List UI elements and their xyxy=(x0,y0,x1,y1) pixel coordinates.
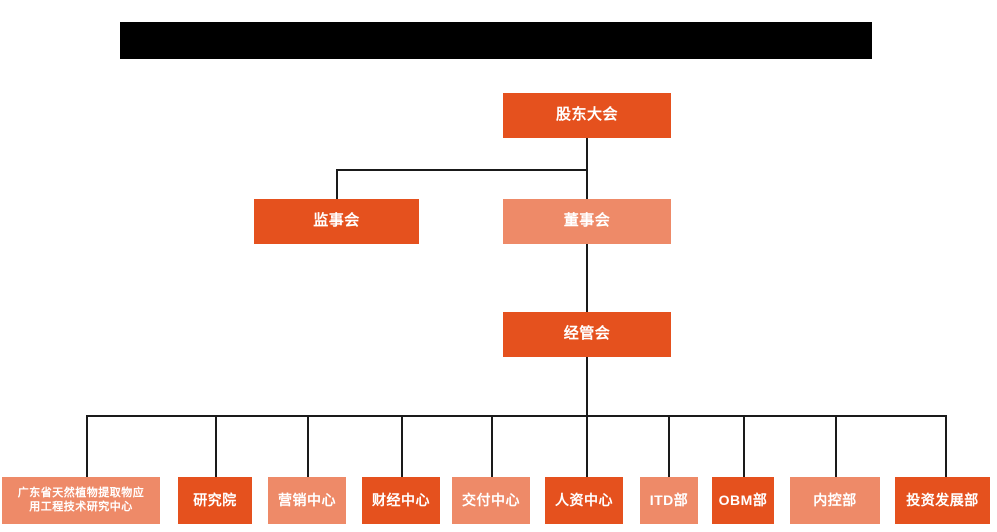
connector-drop-research xyxy=(215,415,217,477)
connector-drop-itd xyxy=(668,415,670,477)
connector-management-drop xyxy=(586,357,588,416)
connector-drop-hr xyxy=(586,415,588,477)
connector-drop-finance xyxy=(401,415,403,477)
connector-drop-marketing xyxy=(307,415,309,477)
connector-level4-bus xyxy=(86,415,946,417)
org-node-label-delivery-center: 交付中心 xyxy=(462,491,520,508)
connector-directors-drop xyxy=(586,169,588,200)
org-node-label-research-institute: 研究院 xyxy=(193,491,237,508)
org-node-label-board-of-supervisors: 监事会 xyxy=(313,212,360,230)
connector-supervisors-drop xyxy=(336,169,338,200)
org-node-label-board-of-directors: 董事会 xyxy=(563,212,611,230)
org-node-label-shareholders-meeting: 股东大会 xyxy=(555,106,618,124)
connector-drop-investment xyxy=(945,415,947,477)
connector-directors-to-management xyxy=(586,244,588,313)
org-node-shareholders-meeting[interactable]: 股东大会 xyxy=(503,93,671,138)
connector-drop-internal xyxy=(835,415,837,477)
connector-drop-obm xyxy=(743,415,745,477)
org-node-research-institute[interactable]: 研究院 xyxy=(178,477,252,524)
connector-drop-gd-center xyxy=(86,415,88,477)
org-node-label-hr-center: 人资中心 xyxy=(555,491,613,508)
org-node-hr-center[interactable]: 人资中心 xyxy=(545,477,623,524)
org-node-investment-development-dept[interactable]: 投资发展部 xyxy=(895,477,990,524)
org-node-label-gd-natural-plant-extract-center: 广东省天然植物提取物应 用工程技术研究中心 xyxy=(17,486,145,513)
org-node-delivery-center[interactable]: 交付中心 xyxy=(452,477,530,524)
org-node-label-itd-department: ITD部 xyxy=(649,491,689,508)
org-node-finance-center[interactable]: 财经中心 xyxy=(362,477,440,524)
redacted-title-bar xyxy=(120,22,872,59)
org-node-marketing-center[interactable]: 营销中心 xyxy=(268,477,346,524)
connector-drop-delivery xyxy=(491,415,493,477)
org-node-label-finance-center: 财经中心 xyxy=(372,491,430,508)
org-node-label-management-committee: 经管会 xyxy=(563,325,611,343)
connector-level2-bus xyxy=(336,169,587,171)
org-node-board-of-directors[interactable]: 董事会 xyxy=(503,199,671,244)
org-node-label-marketing-center: 营销中心 xyxy=(278,491,336,508)
org-node-label-obm-department: OBM部 xyxy=(718,491,768,508)
org-node-internal-control-department[interactable]: 内控部 xyxy=(790,477,880,524)
org-node-label-internal-control-department: 内控部 xyxy=(813,491,857,508)
org-node-label-investment-development-dept: 投资发展部 xyxy=(906,491,979,508)
org-node-itd-department[interactable]: ITD部 xyxy=(640,477,698,524)
org-node-board-of-supervisors[interactable]: 监事会 xyxy=(254,199,419,244)
org-node-gd-natural-plant-extract-center[interactable]: 广东省天然植物提取物应 用工程技术研究中心 xyxy=(2,477,160,524)
connector-shareholders-drop xyxy=(586,138,588,170)
org-node-management-committee[interactable]: 经管会 xyxy=(503,312,671,357)
org-node-obm-department[interactable]: OBM部 xyxy=(712,477,774,524)
